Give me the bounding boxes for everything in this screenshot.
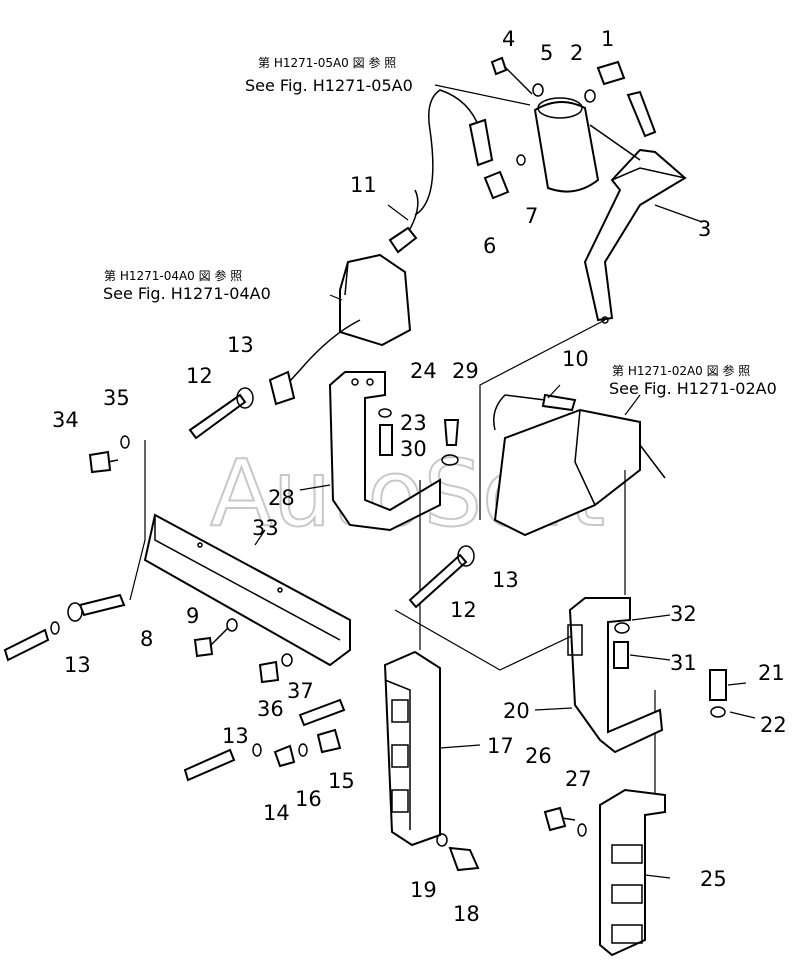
part-label-24: 24 — [410, 359, 437, 383]
bracket-part-28 — [328, 371, 441, 532]
part-label-17: 17 — [487, 734, 514, 758]
valve-middle-left — [268, 253, 412, 406]
part-label-19: 19 — [410, 878, 437, 902]
part-label-9: 9 — [186, 604, 199, 628]
bolt-part-4 — [490, 56, 533, 95]
part-label-15: 15 — [328, 769, 355, 793]
left-hardware — [3, 435, 346, 782]
part-label-20: 20 — [503, 699, 530, 723]
part-label-21: 21 — [758, 661, 785, 685]
part-label-13a: 13 — [227, 333, 254, 357]
bracket-part-25 — [599, 788, 666, 957]
part-label-36: 36 — [257, 697, 284, 721]
part-label-10: 10 — [562, 347, 589, 371]
bracket-part-20 — [567, 597, 664, 754]
reference-02a0-en: See Fig. H1271-02A0 — [609, 379, 777, 398]
part-label-14: 14 — [263, 801, 290, 825]
reference-04a0-jp: 第 H1271-04A0 図 参 照 — [104, 268, 242, 283]
hose-part-11 — [388, 89, 494, 254]
part-label-16: 16 — [295, 787, 322, 811]
part-label-5: 5 — [540, 41, 553, 65]
bracket-part-3 — [583, 148, 687, 324]
part-label-4: 4 — [502, 27, 515, 51]
part-label-32: 32 — [670, 602, 697, 626]
part-label-26: 26 — [525, 744, 552, 768]
part-label-8: 8 — [140, 627, 153, 651]
bolts-26-27 — [543, 806, 587, 837]
part-label-29: 29 — [452, 359, 479, 383]
part-label-33: 33 — [252, 516, 279, 540]
part-label-11: 11 — [350, 173, 377, 197]
part-label-30: 30 — [400, 437, 427, 461]
part-label-13c: 13 — [64, 653, 91, 677]
part-label-7: 7 — [525, 204, 538, 228]
reference-04a0-en: See Fig. H1271-04A0 — [103, 284, 271, 303]
harness-lines — [129, 319, 656, 800]
part-label-6: 6 — [483, 234, 496, 258]
bolts-23-24-29-30 — [378, 408, 460, 466]
part-label-23: 23 — [400, 411, 427, 435]
part-label-12a: 12 — [186, 364, 213, 388]
bolts-21-22-31-32 — [613, 622, 727, 718]
bolts-18-19 — [436, 833, 480, 872]
part-label-25: 25 — [700, 867, 727, 891]
fittings-top — [483, 60, 657, 200]
part-label-31: 31 — [670, 651, 697, 675]
reference-05a0-en: See Fig. H1271-05A0 — [245, 76, 413, 95]
part-label-1: 1 — [601, 27, 614, 51]
part-label-28: 28 — [268, 486, 295, 510]
part-label-2: 2 — [570, 41, 583, 65]
part-label-27: 27 — [565, 767, 592, 791]
part-label-13d: 13 — [222, 724, 249, 748]
valve-upper — [533, 97, 641, 193]
valve-right — [493, 393, 666, 537]
reference-05a0-jp: 第 H1271-05A0 図 参 照 — [258, 55, 396, 70]
reference-02a0-jp: 第 H1271-02A0 図 参 照 — [612, 363, 750, 378]
bracket-part-17 — [383, 650, 441, 847]
cross-member-part-33 — [143, 513, 351, 667]
part-label-35: 35 — [103, 386, 130, 410]
leader-lines — [254, 84, 756, 879]
part-label-22: 22 — [760, 713, 787, 737]
part-label-37: 37 — [287, 679, 314, 703]
part-label-34: 34 — [52, 408, 79, 432]
pins-part-12 — [188, 387, 475, 609]
part-label-3: 3 — [698, 217, 711, 241]
part-label-12b: 12 — [450, 598, 477, 622]
part-label-18: 18 — [453, 902, 480, 926]
part-label-13b: 13 — [492, 568, 519, 592]
